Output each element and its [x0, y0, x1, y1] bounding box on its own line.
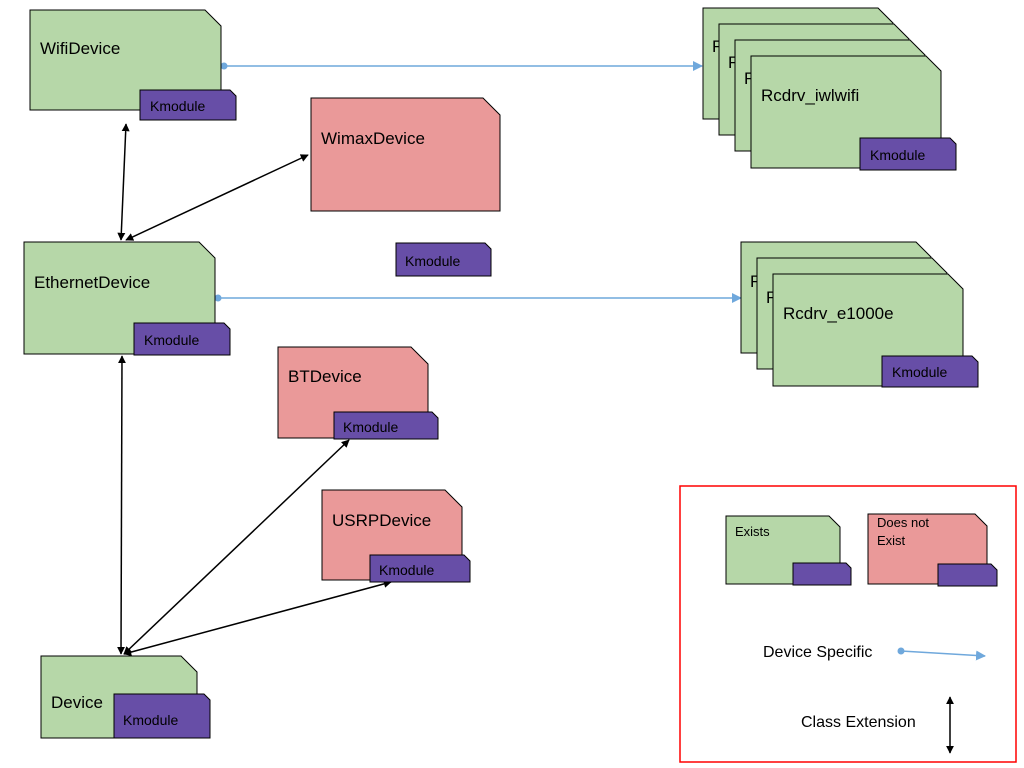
extension-bt-device [123, 439, 350, 655]
bt-kmodule-label: Kmodule [343, 419, 398, 435]
usrp-device-node: USRPDevice Kmodule [321, 489, 471, 583]
rcdrv-e1000e-stack: R R Rcdrv_e1000e Kmodule [740, 241, 979, 388]
device-specific-connector-ethernet [214, 293, 742, 303]
wimax-device-node: WimaxDevice [310, 97, 501, 212]
bt-device-label: BTDevice [288, 367, 362, 386]
standalone-kmodule-box [395, 242, 492, 277]
wifi-device-node: WifiDevice Kmodule [29, 9, 237, 121]
rcdrv-e1000e-kmodule-label: Kmodule [892, 364, 947, 380]
legend-exists-kmodule-swatch [792, 562, 852, 586]
device-node: Device Kmodule [40, 655, 211, 739]
extension-ethernet-device [117, 355, 126, 655]
legend: Exists Does not Exist Device Specific Cl… [679, 485, 1017, 763]
rcdrv-iwlwifi-kmodule-label: Kmodule [870, 147, 925, 163]
legend-class-extension-label: Class Extension [801, 714, 916, 731]
wifi-device-box [29, 9, 222, 111]
legend-not-exist-label-line1: Does not [877, 515, 929, 530]
legend-device-specific-arrow [897, 647, 986, 661]
usrp-kmodule-box [369, 554, 471, 583]
rcdrv-iwlwifi-label: Rcdrv_iwlwifi [761, 86, 859, 105]
ethernet-kmodule-box [133, 322, 231, 356]
wifi-kmodule-label: Kmodule [150, 98, 205, 114]
bt-kmodule-box [333, 411, 439, 440]
usrp-kmodule-label: Kmodule [379, 562, 434, 578]
device-specific-connector-wifi [220, 61, 703, 71]
device-kmodule-label: Kmodule [123, 712, 178, 728]
standalone-kmodule-label: Kmodule [405, 253, 460, 269]
bt-device-node: BTDevice Kmodule [277, 346, 439, 440]
wimax-device-label: WimaxDevice [321, 129, 425, 148]
standalone-kmodule: Kmodule [395, 242, 492, 277]
rcdrv-e1000e-label: Rcdrv_e1000e [783, 304, 894, 323]
legend-not-exist-label-line2: Exist [877, 533, 906, 548]
legend-border [679, 485, 1017, 763]
rcdrv-e1000e-kmodule-box [881, 355, 979, 388]
ethernet-kmodule-label: Kmodule [144, 332, 199, 348]
ethernet-device-label: EthernetDevice [34, 273, 150, 292]
legend-not-exist-kmodule-swatch [937, 563, 998, 587]
ethernet-device-node: EthernetDevice Kmodule [23, 241, 231, 356]
wifi-device-label: WifiDevice [40, 39, 120, 58]
rcdrv-iwlwifi-stack: R R R Rcdrv_iwlwifi Kmodule [702, 7, 957, 171]
usrp-device-label: USRPDevice [332, 511, 431, 530]
wimax-device-box [310, 97, 501, 212]
wifi-kmodule-box [139, 89, 237, 121]
extension-wifi-ethernet [117, 123, 130, 241]
extension-usrp-device [123, 580, 392, 656]
device-kmodule-box [113, 693, 211, 739]
legend-exists-label: Exists [735, 524, 770, 539]
rcdrv-iwlwifi-kmodule-box [859, 137, 957, 171]
extension-wimax-ethernet [125, 154, 309, 241]
legend-device-specific-label: Device Specific [763, 644, 872, 661]
device-label: Device [51, 693, 103, 712]
